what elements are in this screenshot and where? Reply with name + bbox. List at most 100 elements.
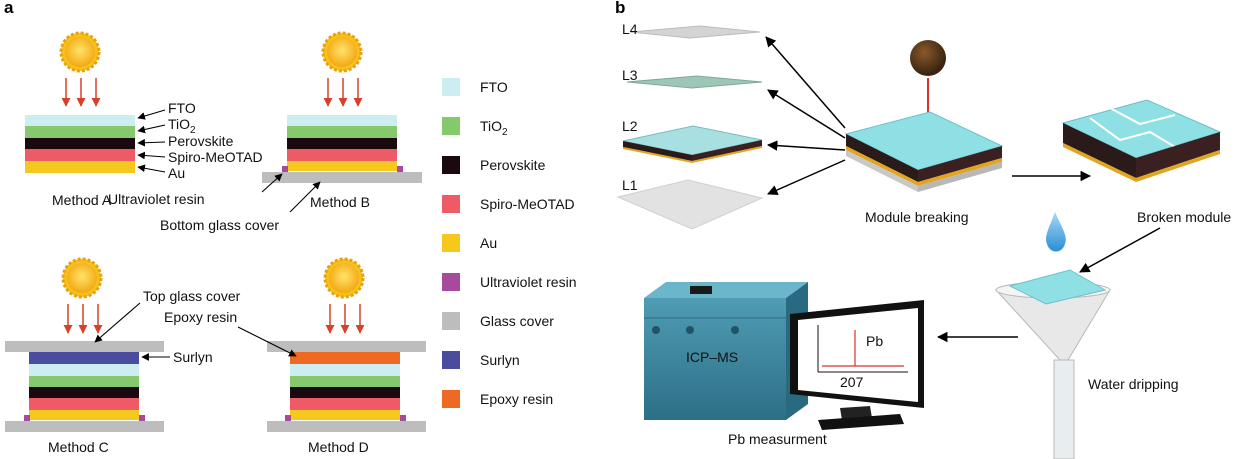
legend-swatch — [442, 351, 460, 369]
top-glass-cover — [5, 341, 164, 352]
uv-resin-left — [282, 166, 288, 173]
layer-fto — [287, 115, 397, 126]
screen-mass-label: 207 — [840, 374, 864, 390]
layer-spiro — [290, 398, 400, 410]
label-spiro: Spiro-MeOTAD — [168, 149, 263, 165]
layer-fto — [290, 364, 400, 376]
method-d-label: Method D — [308, 439, 369, 455]
delamination-arrows — [765, 36, 846, 195]
sunlight-arrows — [323, 78, 363, 107]
label-au: Au — [168, 165, 185, 181]
label-l3: L3 — [622, 67, 638, 83]
label-bottom-glass: Bottom glass cover — [160, 217, 279, 233]
legend-label: Glass cover — [480, 313, 554, 329]
method-b-label: Method B — [310, 194, 370, 210]
layer-au — [290, 410, 400, 420]
layer-spiro — [29, 398, 139, 410]
uv-resin-left — [24, 415, 30, 422]
method-b-diagram: Ultraviolet resin Method B Bottom glass … — [108, 31, 422, 233]
legend-label: Perovskite — [480, 157, 546, 173]
label-fto: FTO — [168, 100, 196, 116]
layer-spiro — [25, 149, 135, 161]
label-module-breaking: Module breaking — [865, 209, 969, 225]
legend-swatch — [442, 234, 460, 252]
monitor-icon — [790, 300, 924, 430]
legend-swatch — [442, 273, 460, 291]
panel-label-a: a — [4, 0, 14, 17]
uv-resin-right — [400, 415, 406, 422]
broken-module — [1061, 99, 1222, 182]
label-top-glass: Top glass cover — [143, 288, 241, 304]
arrow-to-funnel — [1079, 227, 1161, 273]
legend-swatch — [442, 78, 460, 96]
legend-label: Au — [480, 235, 497, 251]
legend-swatch — [442, 312, 460, 330]
legend-swatch — [442, 195, 460, 213]
legend-label: TiO2 — [480, 118, 508, 138]
method-d-diagram: Epoxy resin Method D — [164, 257, 426, 455]
c-pointer-arrows — [94, 302, 170, 361]
label-water-dripping: Water dripping — [1088, 376, 1179, 392]
sun-icon — [323, 257, 365, 299]
bottom-glass-cover — [267, 421, 426, 432]
layer-pointer-arrows — [137, 109, 166, 173]
funnel-icon — [994, 269, 1111, 459]
legend-label: Epoxy resin — [480, 391, 553, 407]
plate-l3 — [626, 75, 763, 89]
legend-swatch — [442, 156, 460, 174]
method-c-label: Method C — [48, 439, 109, 455]
method-a-label: Method A — [52, 192, 112, 208]
uv-pointer-arrows — [261, 173, 321, 213]
bottom-glass-cover — [262, 172, 422, 183]
layer-tio2 — [25, 126, 135, 138]
legend: FTOTiO2PerovskiteSpiro-MeOTADAuUltraviol… — [442, 78, 576, 408]
layer-au — [29, 410, 139, 420]
uv-resin-right — [139, 415, 145, 422]
layer-au — [25, 161, 135, 173]
label-perovskite: Perovskite — [168, 133, 234, 149]
plate-l2 — [622, 125, 763, 163]
panel-label-b: b — [615, 0, 625, 17]
layer-au — [287, 161, 397, 171]
layer-perovskite — [29, 387, 139, 398]
label-pb-measurement: Pb measurment — [728, 431, 827, 447]
top-glass-cover — [267, 341, 426, 352]
plate-l1 — [616, 179, 764, 230]
bottom-glass-cover — [5, 421, 164, 432]
layer-surlyn — [29, 352, 139, 364]
spectrum-plot — [817, 325, 908, 373]
layer-perovskite — [287, 138, 397, 149]
layer-perovskite — [290, 387, 400, 398]
layer-perovskite — [25, 138, 135, 149]
label-l4: L4 — [622, 21, 638, 37]
label-broken-module: Broken module — [1137, 209, 1231, 225]
sun-icon — [59, 31, 101, 73]
uv-resin-right — [397, 166, 403, 173]
layer-spiro — [287, 149, 397, 161]
layer-tio2 — [287, 126, 397, 138]
screen-element-label: Pb — [866, 333, 883, 349]
legend-label: Surlyn — [480, 352, 520, 368]
label-tio2: TiO2 — [168, 116, 196, 136]
sunlight-arrows — [61, 78, 101, 107]
legend-swatch — [442, 117, 460, 135]
sunlight-arrows — [63, 304, 103, 334]
label-l1: L1 — [622, 177, 638, 193]
layer-fto — [29, 364, 139, 376]
layer-tio2 — [290, 376, 400, 387]
label-icp-ms: ICP–MS — [686, 349, 738, 365]
legend-label: Ultraviolet resin — [480, 274, 576, 290]
layer-fto — [25, 115, 135, 126]
plate-l4 — [629, 25, 761, 39]
legend-label: Spiro-MeOTAD — [480, 196, 575, 212]
sunlight-arrows — [325, 304, 365, 334]
d-pointer-arrows — [237, 326, 297, 357]
method-a-diagram: FTO TiO2 Perovskite Spiro-MeOTAD Au Meth… — [25, 31, 263, 208]
label-uv-resin: Ultraviolet resin — [108, 191, 204, 207]
steel-ball-icon — [910, 40, 946, 76]
label-epoxy: Epoxy resin — [164, 309, 237, 325]
layer-tio2 — [29, 376, 139, 387]
label-surlyn: Surlyn — [173, 349, 213, 365]
sun-icon — [61, 257, 103, 299]
legend-swatch — [442, 390, 460, 408]
